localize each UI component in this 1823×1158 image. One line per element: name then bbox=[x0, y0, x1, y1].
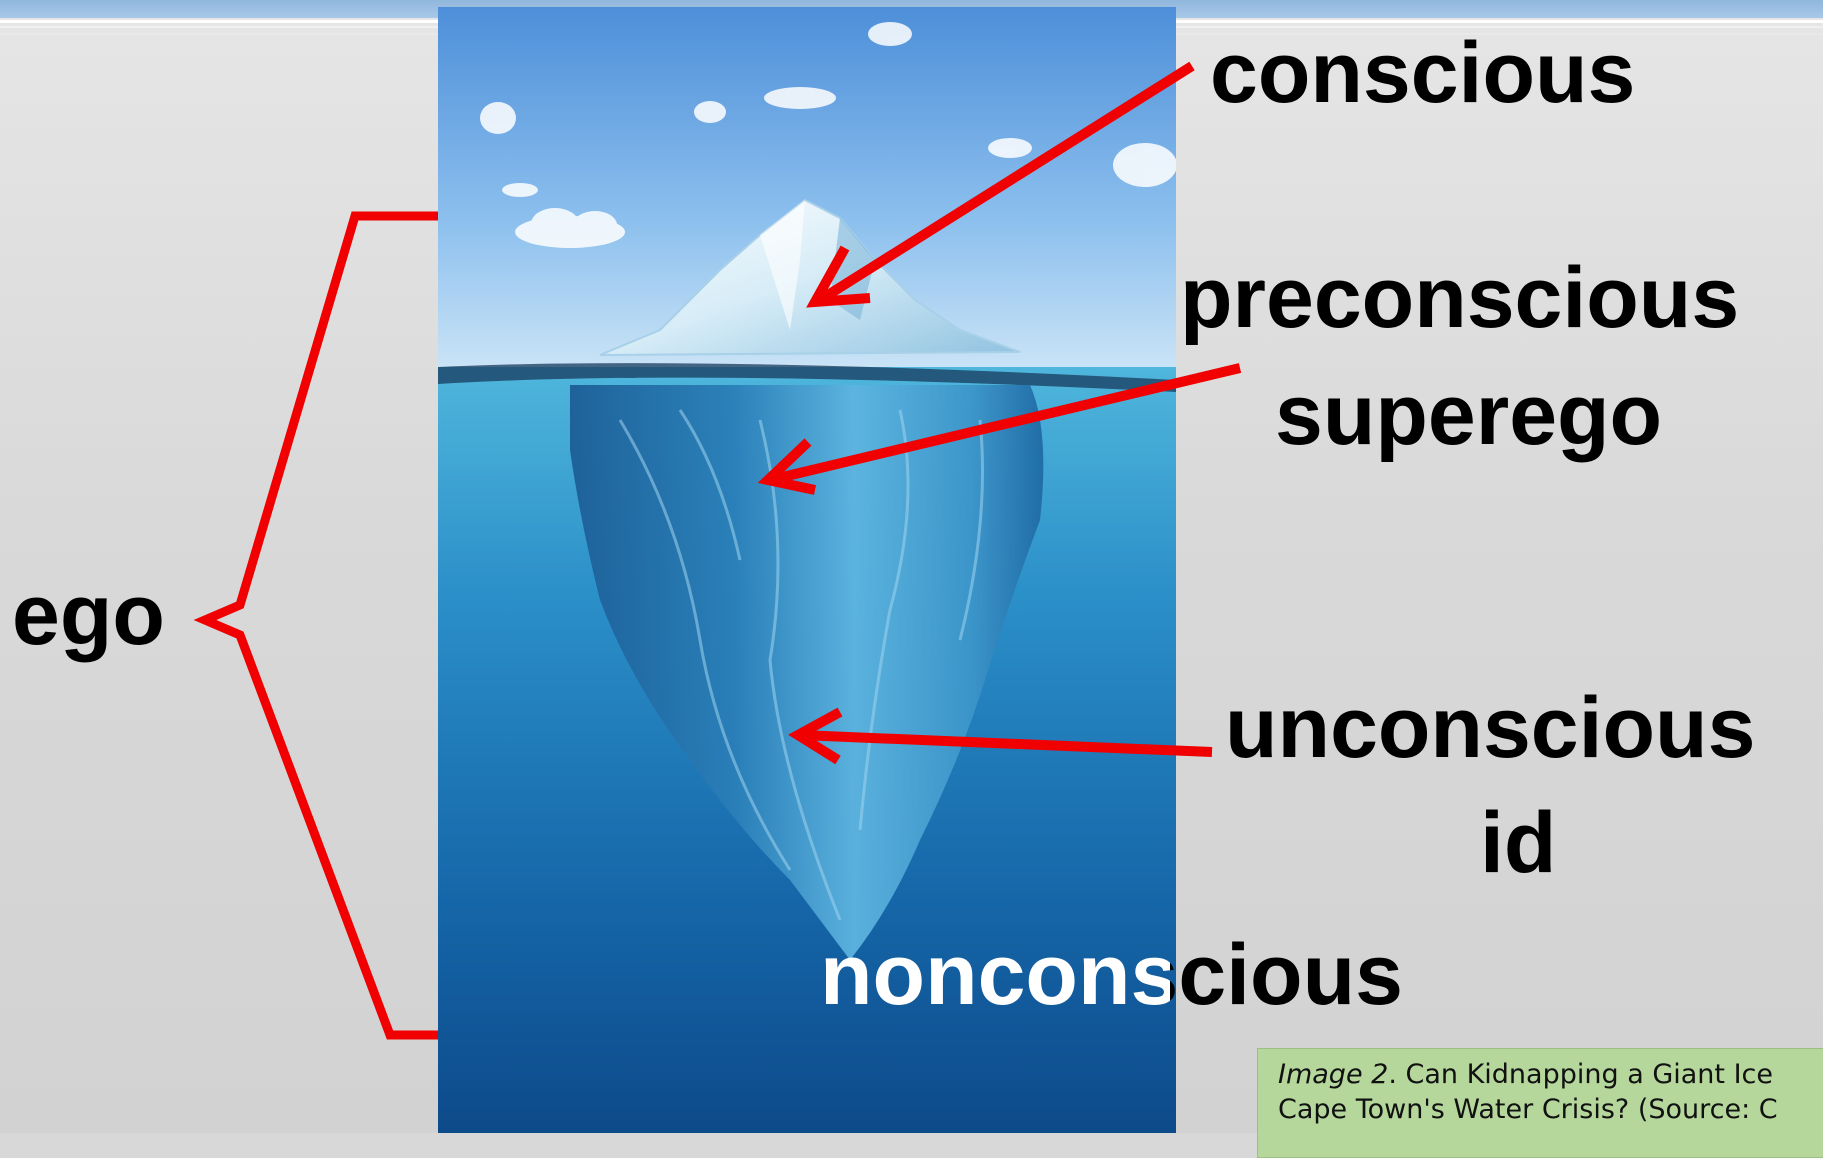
iceberg-diagram bbox=[193, 7, 1242, 1133]
id-label: id bbox=[1480, 795, 1557, 891]
caption-line-2: Cape Town's Water Crisis? (Source: C bbox=[1278, 1094, 1778, 1126]
ego-bracket bbox=[193, 211, 438, 1040]
caption-prefix: Image 2 bbox=[1278, 1059, 1389, 1090]
conscious-arrow bbox=[817, 61, 1195, 305]
id-arrowhead bbox=[788, 707, 843, 765]
preconscious-label: preconscious bbox=[1180, 250, 1740, 346]
unconscious-label: unconscious bbox=[1225, 680, 1756, 776]
caption-line-1: Image 2. Can Kidnapping a Giant Ice bbox=[1278, 1057, 1823, 1092]
superego-arrowhead bbox=[757, 438, 817, 495]
caption-line-1-text: . Can Kidnapping a Giant Ice bbox=[1388, 1059, 1773, 1090]
image-caption: Image 2. Can Kidnapping a Giant Ice Cape… bbox=[1257, 1048, 1823, 1158]
superego-label: superego bbox=[1275, 367, 1663, 463]
iceberg-underwater bbox=[570, 385, 1044, 960]
cloud-icon bbox=[480, 22, 1176, 248]
waterline bbox=[438, 363, 1176, 392]
conscious-label: conscious bbox=[1210, 25, 1636, 121]
superego-arrow bbox=[768, 363, 1242, 485]
ego-label: ego bbox=[12, 567, 165, 663]
conscious-arrowhead bbox=[806, 245, 871, 308]
id-arrow bbox=[799, 730, 1213, 757]
nonconscious-label: nonconscious bbox=[820, 927, 1403, 1023]
